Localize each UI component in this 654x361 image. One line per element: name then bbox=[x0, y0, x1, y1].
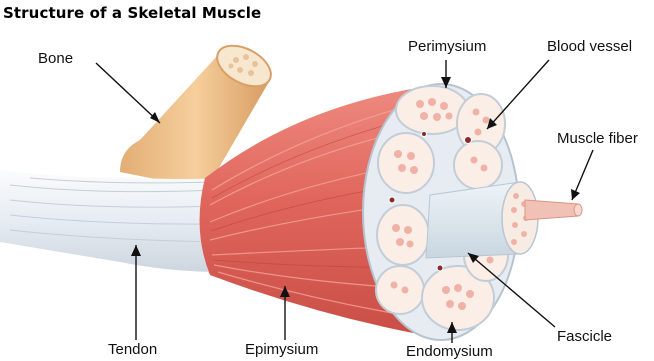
label-tendon: Tendon bbox=[108, 341, 157, 358]
page-title: Structure of a Skeletal Muscle bbox=[3, 4, 261, 22]
label-epimysium: Epimysium bbox=[245, 341, 318, 358]
label-blood-vessel: Blood vessel bbox=[547, 38, 632, 55]
label-muscle-fiber: Muscle fiber bbox=[557, 130, 638, 147]
tendon bbox=[0, 170, 222, 272]
label-endomysium: Endomysium bbox=[406, 343, 493, 360]
fascicle-cylinder bbox=[426, 182, 538, 258]
label-perimysium: Perimysium bbox=[408, 38, 486, 55]
label-fascicle: Fascicle bbox=[557, 328, 612, 345]
muscle-fiber bbox=[525, 200, 582, 220]
label-bone: Bone bbox=[38, 50, 73, 67]
